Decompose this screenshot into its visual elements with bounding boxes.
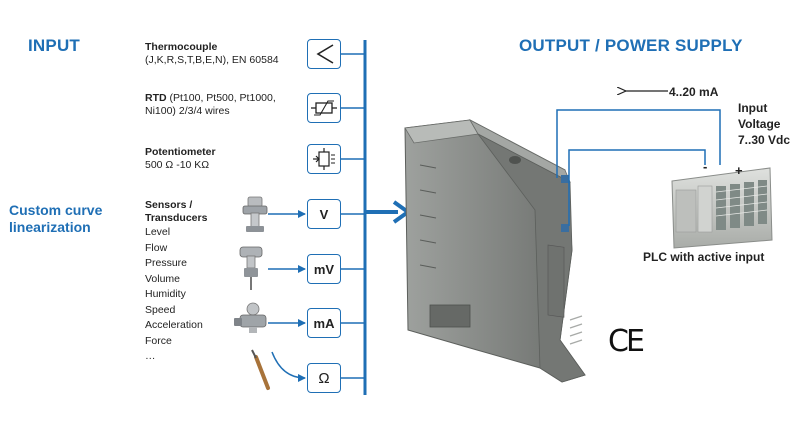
milliamp-box: mA bbox=[307, 308, 341, 338]
output-heading: OUTPUT / POWER SUPPLY bbox=[519, 36, 743, 55]
custom-curve-heading: Custom curve linearization bbox=[9, 202, 102, 236]
potentiometer-label: Potentiometer 500 Ω -10 KΩ bbox=[145, 146, 216, 172]
thermocouple-detail: (J,K,R,S,T,B,E,N), EN 60584 bbox=[145, 54, 279, 66]
millivolt-box: mV bbox=[307, 254, 341, 284]
probe-sensor-icon bbox=[251, 349, 270, 390]
input-voltage-label: Input Voltage 7..30 Vdc bbox=[738, 100, 790, 148]
sensor-item: Volume bbox=[145, 272, 181, 285]
sensors-title-1: Sensors / bbox=[145, 199, 193, 211]
potentiometer-symbol-icon bbox=[313, 148, 335, 170]
custom-curve-line1: Custom curve bbox=[9, 202, 103, 218]
plc-unit bbox=[671, 167, 773, 249]
sensors-list: Sensors / Transducers Level Flow Pressur… bbox=[145, 199, 207, 365]
voltage-box: V bbox=[307, 199, 341, 229]
plus-terminal-label: + bbox=[735, 163, 743, 178]
level-sensor-icon bbox=[242, 196, 268, 232]
current-output-label: 4..20 mA bbox=[669, 85, 719, 99]
potentiometer-title: Potentiometer bbox=[145, 146, 216, 158]
flow-sensor-icon bbox=[239, 246, 263, 290]
pressure-transmitter-icon bbox=[234, 302, 267, 333]
output-wiring bbox=[556, 109, 721, 226]
potentiometer-box bbox=[307, 144, 341, 174]
rtd-title: RTD bbox=[145, 92, 167, 104]
plc-label: PLC with active input bbox=[643, 250, 765, 264]
sensor-item: Acceleration bbox=[145, 319, 203, 331]
sensor-item: Flow bbox=[145, 241, 168, 254]
sensor-item: Humidity bbox=[145, 288, 186, 300]
rtd-detail-2: Ni100) 2/3/4 wires bbox=[145, 105, 230, 117]
sensor-item: … bbox=[145, 350, 156, 362]
rtd-box bbox=[307, 93, 341, 123]
thermocouple-title: Thermocouple bbox=[145, 41, 218, 53]
rtd-symbol-icon bbox=[311, 100, 337, 116]
thermocouple-label: Thermocouple (J,K,R,S,T,B,E,N), EN 60584 bbox=[145, 41, 279, 67]
rtd-label: RTD (Pt100, Pt500, Pt1000, Ni100) 2/3/4 … bbox=[145, 92, 276, 118]
minus-terminal-label: - bbox=[703, 159, 708, 174]
potentiometer-detail: 500 Ω -10 KΩ bbox=[145, 159, 210, 171]
sensor-item: Pressure bbox=[145, 257, 188, 269]
custom-curve-line2: linearization bbox=[9, 219, 91, 235]
sensor-item: Level bbox=[145, 226, 171, 238]
ce-mark: CE bbox=[608, 324, 645, 359]
sensor-item: Speed bbox=[145, 303, 176, 316]
thermocouple-symbol-icon bbox=[316, 44, 334, 64]
input-voltage-line2: Voltage bbox=[738, 117, 781, 131]
input-heading: INPUT bbox=[28, 36, 80, 55]
ohm-box: Ω bbox=[307, 363, 341, 393]
sensors-title-2: Transducers bbox=[145, 212, 208, 224]
sensor-item: Force bbox=[145, 334, 172, 347]
input-voltage-line1: Input bbox=[738, 101, 768, 115]
rtd-detail-1: (Pt100, Pt500, Pt1000, bbox=[166, 92, 276, 104]
thermocouple-box bbox=[307, 39, 341, 69]
signal-converter-device bbox=[404, 119, 586, 383]
input-voltage-line3: 7..30 Vdc bbox=[738, 133, 791, 147]
